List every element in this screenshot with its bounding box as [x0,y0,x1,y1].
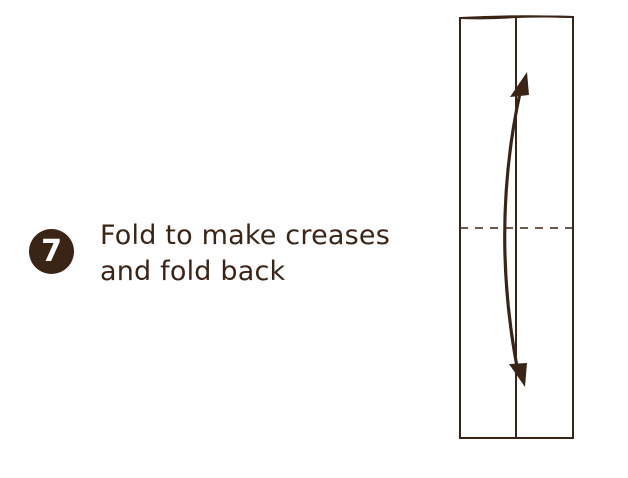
double-headed-curved-arrow-icon [503,72,529,387]
step-number-badge: 7 [29,229,74,274]
instruction-text: Fold to make creases and fold back [100,218,440,290]
instruction-line-1: Fold to make creases [100,220,390,251]
instruction-line-2: and fold back [100,256,286,287]
step-number: 7 [41,233,62,269]
paper-top-edge [459,15,574,20]
